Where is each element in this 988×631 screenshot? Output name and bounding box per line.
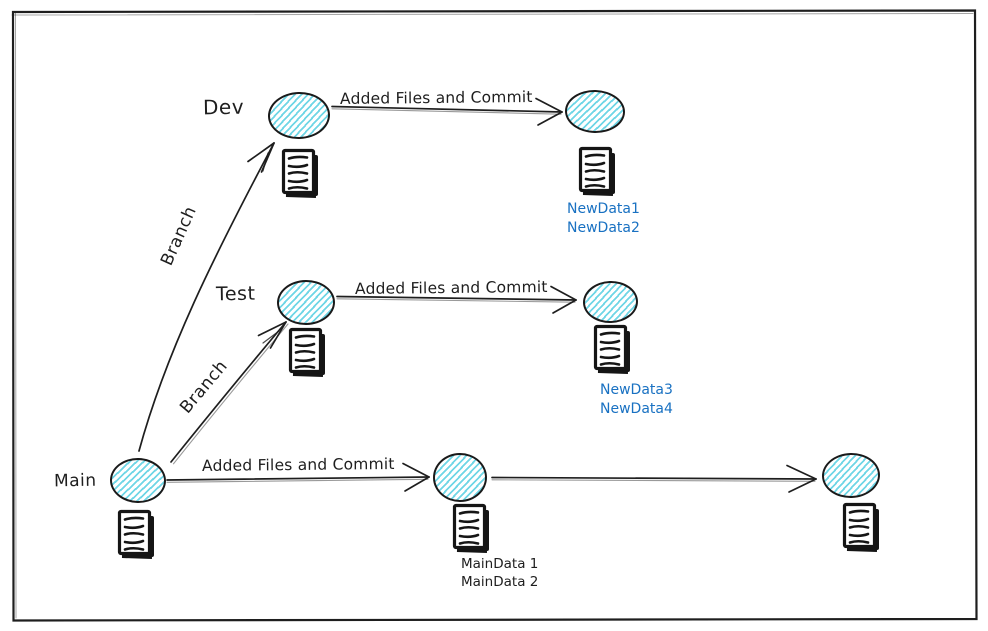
document-stack-icon [452,503,491,553]
arrow-main-commit [166,462,430,492]
data-line: NewData3 [600,382,673,398]
branch-label-dev: Dev [202,94,245,120]
document-stack-icon [578,146,617,196]
branch-label-main: Main [53,470,97,492]
data-label-main-files: MainData 1 MainData 2 [461,555,538,591]
edge-label-dev-commit: Added Files and Commit [339,87,533,108]
document-stack-icon [593,324,632,374]
arrow-branch-to-dev [138,142,275,452]
document-stack-icon [842,502,881,552]
data-label-dev-files: NewData1 NewData2 [567,200,640,238]
data-line: NewData4 [600,401,673,417]
arrow-main-continue [491,464,817,493]
data-line: MainData 2 [461,574,539,590]
data-line: MainData 1 [461,556,539,572]
data-line: NewData2 [567,220,640,236]
document-stack-icon [117,509,156,559]
document-stack-icon [288,327,327,377]
canvas-border [11,9,978,622]
data-line: NewData1 [567,201,640,217]
branch-label-test: Test [215,282,256,306]
arrow-test-commit [336,285,577,314]
edge-label-test-commit: Added Files and Commit [354,277,548,298]
arrow-dev-commit [331,97,563,126]
data-label-test-files: NewData3 NewData4 [600,381,673,419]
document-stack-icon [281,148,320,198]
edge-label-main-commit: Added Files and Commit [201,454,395,475]
arrow-branch-to-test [170,321,289,465]
